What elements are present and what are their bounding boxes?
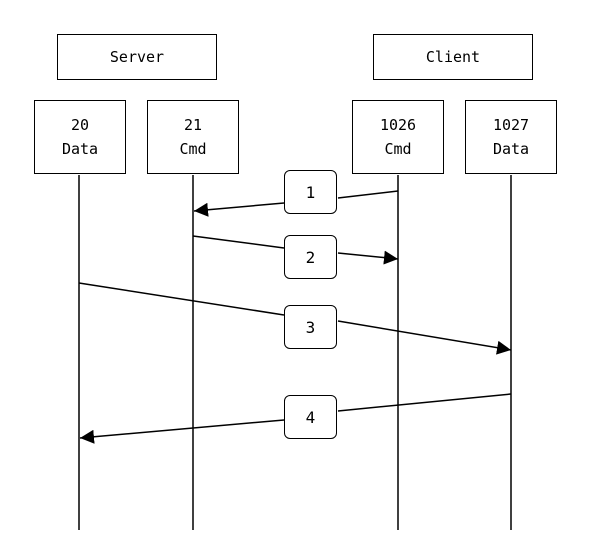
- port-label: Cmd: [179, 140, 207, 158]
- port-label: Cmd: [384, 140, 412, 158]
- step-box-2: 2: [284, 235, 337, 279]
- message-4-line-b: [79, 419, 285, 444]
- server-group-label: Server: [109, 48, 165, 66]
- port-number: 1027: [492, 116, 530, 134]
- message-3-line-b: [337, 320, 512, 355]
- port-box-client-cmd: 1026 Cmd: [352, 100, 444, 174]
- port-box-server-data: 20 Data: [34, 100, 126, 174]
- step-box-1: 1: [284, 170, 337, 214]
- step-box-4: 4: [284, 395, 337, 439]
- step-number: 1: [305, 182, 316, 202]
- message-3-line-a: [78, 282, 285, 316]
- port-label: Data: [492, 140, 530, 158]
- message-1-line-a: [337, 190, 399, 199]
- port-box-server-cmd: 21 Cmd: [147, 100, 239, 174]
- message-2-line-a: [192, 235, 285, 249]
- client-group-box: Client: [373, 34, 533, 80]
- port-number: 1026: [379, 116, 417, 134]
- message-2-line-b: [337, 250, 399, 265]
- port-label: Data: [61, 140, 99, 158]
- port-box-client-data: 1027 Data: [465, 100, 557, 174]
- step-number: 3: [305, 317, 316, 337]
- server-group-box: Server: [57, 34, 217, 80]
- port-number: 21: [183, 116, 203, 134]
- message-1-line-b: [193, 202, 285, 217]
- message-4-line-a: [337, 393, 512, 412]
- step-box-3: 3: [284, 305, 337, 349]
- client-group-label: Client: [425, 48, 481, 66]
- step-number: 4: [305, 407, 316, 427]
- port-number: 20: [70, 116, 90, 134]
- step-number: 2: [305, 247, 316, 267]
